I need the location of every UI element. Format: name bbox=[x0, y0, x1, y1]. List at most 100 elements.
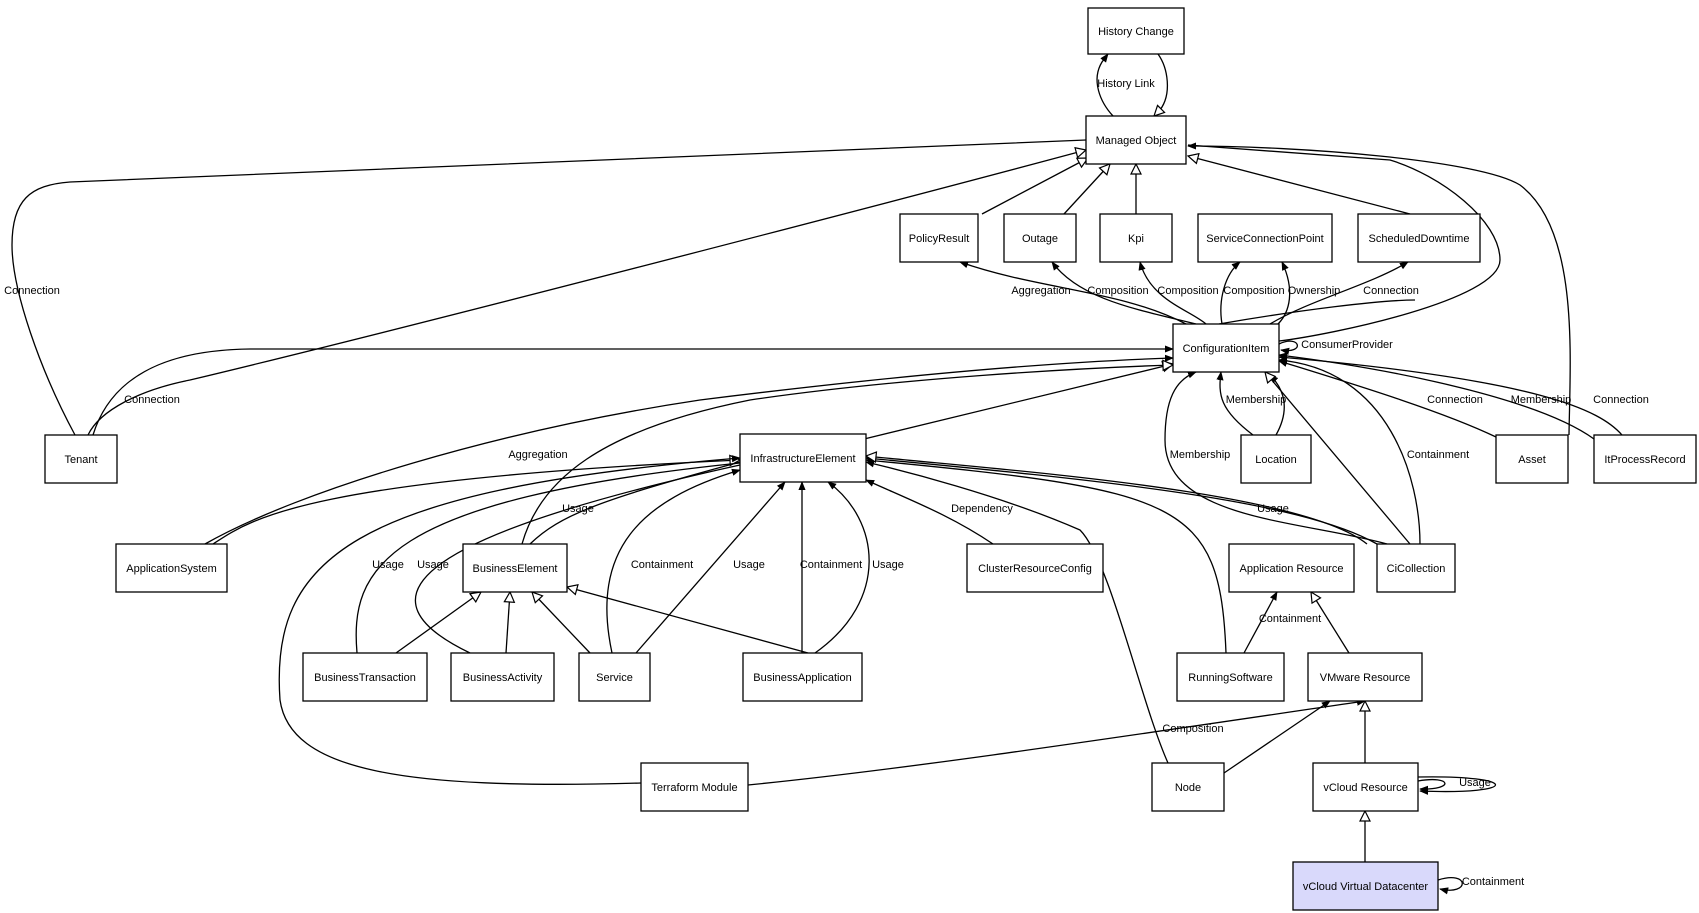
node-label: Outage bbox=[1022, 233, 1058, 245]
edge-line bbox=[521, 365, 1173, 545]
edge-association bbox=[1437, 877, 1463, 895]
class-node-service[interactable]: Service bbox=[578, 652, 651, 702]
class-node-infrastructure-element[interactable]: InfrastructureElement bbox=[739, 433, 867, 483]
class-node-cluster-resource-config[interactable]: ClusterResourceConfig bbox=[966, 543, 1104, 593]
edge-inheritance bbox=[1265, 372, 1411, 545]
edge-line bbox=[1243, 591, 1278, 654]
edge-label: Usage bbox=[1257, 503, 1289, 515]
edge-association bbox=[1277, 261, 1291, 325]
class-node-business-transaction[interactable]: BusinessTransaction bbox=[302, 652, 428, 702]
class-node-it-process-record[interactable]: ItProcessRecord bbox=[1593, 434, 1697, 484]
node-box bbox=[44, 434, 118, 484]
edge-line bbox=[532, 592, 591, 654]
node-label: Location bbox=[1255, 454, 1297, 466]
node-label: CiCollection bbox=[1387, 563, 1446, 575]
class-node-location[interactable]: Location bbox=[1240, 434, 1312, 484]
edge-line bbox=[1278, 357, 1421, 545]
edge-association bbox=[204, 354, 1174, 545]
class-node-kpi[interactable]: Kpi bbox=[1099, 213, 1173, 263]
edge-line bbox=[1218, 299, 1416, 325]
node-box bbox=[1003, 213, 1077, 263]
class-node-outage[interactable]: Outage bbox=[1003, 213, 1077, 263]
edge-line bbox=[1278, 354, 1623, 436]
class-node-scheduled-downtime[interactable]: ScheduledDowntime bbox=[1357, 213, 1481, 263]
node-box bbox=[1593, 434, 1697, 484]
node-box bbox=[1085, 115, 1187, 165]
class-node-asset[interactable]: Asset bbox=[1495, 434, 1569, 484]
edge-association bbox=[1051, 261, 1197, 325]
edge-line bbox=[278, 455, 741, 785]
node-box bbox=[462, 543, 568, 593]
edge-line bbox=[635, 481, 786, 654]
node-box bbox=[1312, 762, 1419, 812]
class-node-tenant[interactable]: Tenant bbox=[44, 434, 118, 484]
class-node-history-change[interactable]: History Change bbox=[1087, 7, 1185, 55]
edge-association bbox=[1269, 261, 1409, 325]
edge-line bbox=[567, 587, 809, 654]
edge-label: Aggregation bbox=[508, 449, 567, 461]
edge-line bbox=[1220, 261, 1241, 325]
edge-association bbox=[1220, 261, 1241, 325]
class-node-managed-object[interactable]: Managed Object bbox=[1085, 115, 1187, 165]
class-node-vcloud-resource[interactable]: vCloud Resource bbox=[1312, 762, 1419, 812]
edge-association bbox=[865, 479, 994, 545]
edge-association bbox=[1187, 142, 1571, 436]
class-node-vmware-resource[interactable]: VMware Resource bbox=[1307, 652, 1423, 702]
edge-label: History Link bbox=[1097, 78, 1155, 90]
class-node-terraform-module[interactable]: Terraform Module bbox=[640, 762, 749, 812]
edge-line bbox=[11, 139, 1087, 436]
edge-label: Membership bbox=[1170, 449, 1231, 461]
edge-inheritance bbox=[866, 456, 1368, 545]
edge-inheritance bbox=[1417, 776, 1496, 795]
node-label: ScheduledDowntime bbox=[1369, 233, 1470, 245]
edge-line bbox=[1138, 261, 1207, 325]
class-node-application-system[interactable]: ApplicationSystem bbox=[115, 543, 228, 593]
class-node-application-resource[interactable]: Application Resource bbox=[1228, 543, 1355, 593]
edge-association bbox=[1216, 371, 1254, 436]
edge-association bbox=[747, 698, 1366, 786]
node-box bbox=[1228, 543, 1355, 593]
edge-association bbox=[529, 461, 741, 545]
class-node-service-connection-point[interactable]: ServiceConnectionPoint bbox=[1197, 213, 1333, 263]
edge-line bbox=[1437, 877, 1463, 895]
edge-label: Membership bbox=[1511, 394, 1572, 406]
class-node-business-element[interactable]: BusinessElement bbox=[462, 543, 568, 593]
edge-label: Usage bbox=[1459, 777, 1491, 789]
node-box bbox=[640, 762, 749, 812]
edge-association bbox=[865, 460, 1169, 764]
edge-line bbox=[1187, 144, 1501, 342]
class-node-business-application[interactable]: BusinessApplication bbox=[742, 652, 863, 702]
class-node-node[interactable]: Node bbox=[1151, 762, 1225, 812]
class-node-ci-collection[interactable]: CiCollection bbox=[1376, 543, 1456, 593]
node-label: Service bbox=[596, 672, 633, 684]
edge-inheritance bbox=[1223, 700, 1331, 774]
node-label: vCloud Virtual Datacenter bbox=[1303, 881, 1428, 893]
edge-label: Composition bbox=[1157, 285, 1218, 297]
class-node-policy-result[interactable]: PolicyResult bbox=[899, 213, 979, 263]
edge-association bbox=[414, 464, 741, 654]
node-label: vCloud Resource bbox=[1323, 782, 1407, 794]
edge-label: Connection bbox=[4, 285, 60, 297]
node-box bbox=[1099, 213, 1173, 263]
node-label: History Change bbox=[1098, 26, 1174, 38]
class-node-configuration-item[interactable]: ConfigurationItem bbox=[1172, 323, 1280, 373]
node-box bbox=[1151, 762, 1225, 812]
edge-line bbox=[865, 457, 1227, 654]
class-node-vcloud-virtual-datacenter[interactable]: vCloud Virtual Datacenter bbox=[1292, 861, 1439, 911]
node-box bbox=[578, 652, 651, 702]
edge-label: Composition bbox=[1087, 285, 1148, 297]
node-label: Terraform Module bbox=[651, 782, 737, 794]
node-label: Application Resource bbox=[1240, 563, 1344, 575]
edge-label: Usage bbox=[562, 503, 594, 515]
edge-association bbox=[1417, 778, 1446, 793]
edge-line bbox=[204, 354, 1174, 545]
edge-line bbox=[529, 461, 741, 545]
edge-label: Usage bbox=[417, 559, 449, 571]
class-node-business-activity[interactable]: BusinessActivity bbox=[450, 652, 555, 702]
node-box bbox=[1176, 652, 1285, 702]
edge-association bbox=[635, 481, 786, 654]
class-node-running-software[interactable]: RunningSoftware bbox=[1176, 652, 1285, 702]
edge-line bbox=[1164, 371, 1388, 545]
node-label: Node bbox=[1175, 782, 1201, 794]
